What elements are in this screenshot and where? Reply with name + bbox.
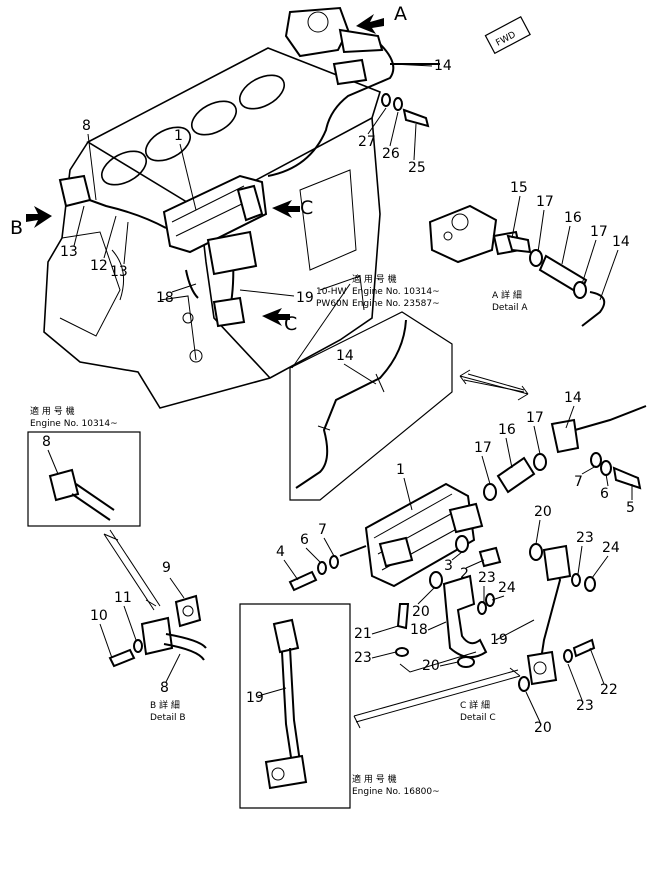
engine-block xyxy=(43,47,381,409)
part-label-18-top: 18 xyxy=(156,290,174,306)
detail-a xyxy=(428,204,606,327)
view-letter-b: B xyxy=(10,217,23,239)
part-label-5: 5 xyxy=(626,500,635,516)
part-label-24-b: 24 xyxy=(498,580,516,596)
part-label-19-top: 19 xyxy=(296,290,314,306)
note-bottom-box-jp: 適 用 号 機 xyxy=(352,773,397,785)
part-label-23-c: 23 xyxy=(354,650,372,666)
note-left-box-eng: Engine No. 10314~ xyxy=(30,419,118,429)
detail-a-en: Detail A xyxy=(492,303,528,313)
part-label-14-mid: 14 xyxy=(336,348,354,364)
detail-b xyxy=(108,594,207,668)
part-label-14-right: 14 xyxy=(564,390,582,406)
part-label-3: 3 xyxy=(444,558,453,574)
part-label-1-lower: 1 xyxy=(396,462,405,478)
arrow-c2 xyxy=(262,308,290,326)
part-label-14-a: 14 xyxy=(612,234,630,250)
part-label-22: 22 xyxy=(600,682,618,698)
part-label-17-b: 17 xyxy=(590,224,608,240)
bolt-4 xyxy=(288,570,318,592)
arrow-right-upper xyxy=(459,369,529,401)
part-label-13-a: 13 xyxy=(60,244,78,260)
part-label-10: 10 xyxy=(90,608,108,624)
arrow-left-long xyxy=(103,529,161,611)
part-label-2: 2 xyxy=(460,566,469,582)
part-label-16-b: 16 xyxy=(498,422,516,438)
part-label-19-box: 19 xyxy=(246,690,264,706)
detail-c-en: Detail C xyxy=(460,713,496,723)
arrow-a xyxy=(356,14,384,34)
part-label-6-a: 6 xyxy=(300,532,309,548)
bolt-25-assembly xyxy=(381,93,430,128)
note-bottom-box-eng: Engine No. 16800~ xyxy=(352,787,440,797)
part-label-23-d: 23 xyxy=(576,698,594,714)
part-label-23-b: 23 xyxy=(478,570,496,586)
arrow-c1 xyxy=(272,200,300,218)
part-label-14-top: 14 xyxy=(434,58,452,74)
part-label-17-d: 17 xyxy=(474,440,492,456)
part-label-6-b: 6 xyxy=(600,486,609,502)
part-label-25: 25 xyxy=(408,160,426,176)
part-label-24-a: 24 xyxy=(602,540,620,556)
part-label-8-box: 8 xyxy=(42,434,51,450)
note-top-right-model1: 10-HW xyxy=(316,287,346,297)
part-label-8-top: 8 xyxy=(82,118,91,134)
part-label-17-a: 17 xyxy=(536,194,554,210)
fwd-tag: FWD xyxy=(484,16,531,55)
arrow-lower-long xyxy=(353,667,521,729)
part-label-18-c: 18 xyxy=(410,622,428,638)
part-label-20-d: 20 xyxy=(534,720,552,736)
note-top-right-eng1: Engine No. 10314~ xyxy=(352,287,440,297)
part-label-4: 4 xyxy=(276,544,285,560)
part-label-15: 15 xyxy=(510,180,528,196)
note-top-right-jp: 適 用 号 機 xyxy=(352,273,397,285)
part-label-7-b: 7 xyxy=(574,474,583,490)
part-label-23-a: 23 xyxy=(576,530,594,546)
pipe-13 xyxy=(61,189,167,229)
part-label-1-top: 1 xyxy=(174,128,183,144)
part-label-8-b: 8 xyxy=(160,680,169,696)
detail-a-jp: A 詳 細 xyxy=(492,289,522,301)
part-label-12: 12 xyxy=(90,258,108,274)
part-label-11: 11 xyxy=(114,590,132,606)
part-label-20-a: 20 xyxy=(534,504,552,520)
part-label-20-b: 20 xyxy=(412,604,430,620)
detail-b-jp: B 詳 細 xyxy=(150,699,180,711)
oil-cooler-on-engine xyxy=(162,174,268,254)
fwd-label: FWD xyxy=(494,30,517,49)
part-label-17-c: 17 xyxy=(526,410,544,426)
part-label-13-b: 13 xyxy=(110,264,128,280)
view-letter-c2: C xyxy=(284,313,297,335)
detail-b-en: Detail B xyxy=(150,713,186,723)
part-label-19-c: 19 xyxy=(490,632,508,648)
note-top-right-eng2: Engine No. 23587~ xyxy=(352,299,440,309)
view-letter-c1: C xyxy=(300,197,313,219)
oil-cooler-exploded xyxy=(364,482,484,588)
part-label-20-c: 20 xyxy=(422,658,440,674)
detail-c-jp: C 詳 細 xyxy=(460,699,490,711)
pipe-18 xyxy=(442,574,488,659)
left-variant-box xyxy=(27,431,141,527)
part-label-27: 27 xyxy=(358,134,376,150)
part-label-21: 21 xyxy=(354,626,372,642)
part-label-9: 9 xyxy=(162,560,171,576)
bracket-top xyxy=(332,58,368,86)
leader-lines xyxy=(47,63,633,723)
water-outlet-housing xyxy=(284,6,384,58)
part-label-16-a: 16 xyxy=(564,210,582,226)
note-top-right-model2: PW60N xyxy=(316,299,349,309)
view-letter-a: A xyxy=(394,3,407,25)
part-label-26: 26 xyxy=(382,146,400,162)
note-left-box-jp: 適 用 号 機 xyxy=(30,405,75,417)
bottom-variant-box xyxy=(239,603,351,809)
variant-pipe-14 xyxy=(289,311,453,501)
part-label-7-a: 7 xyxy=(318,522,327,538)
arrow-b xyxy=(26,206,52,228)
